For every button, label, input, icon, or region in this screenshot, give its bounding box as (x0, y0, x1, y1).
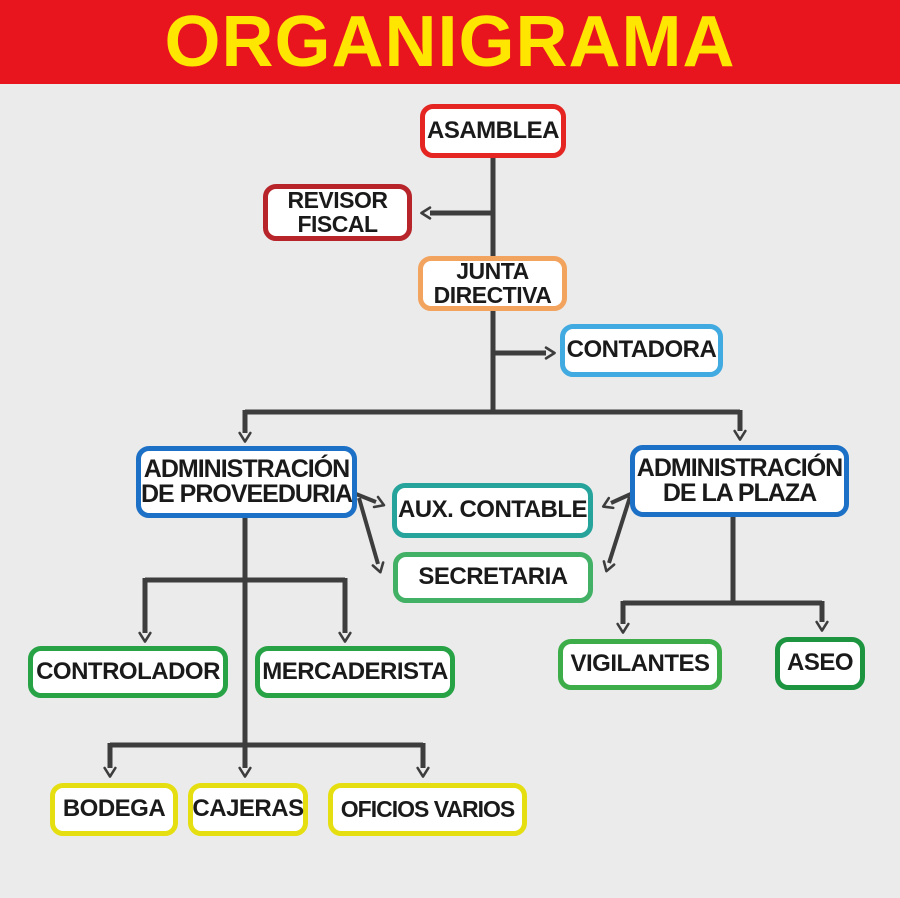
node-label: FISCAL (297, 210, 378, 237)
node-label: ADMINISTRACIÓN (143, 454, 350, 483)
node-label: DE PROVEEDURIA (140, 480, 353, 508)
node-label: DE LA PLAZA (662, 479, 817, 507)
header-banner: ORGANIGRAMA (0, 0, 900, 84)
node-label: CONTADORA (566, 336, 717, 364)
node-label: OFICIOS VARIOS (340, 795, 515, 822)
node-controlador: CONTROLADOR (28, 646, 228, 698)
node-label: AUX. CONTABLE (397, 496, 588, 524)
node-junta-directiva: JUNTA DIRECTIVA (418, 256, 567, 311)
node-administracion-plaza: ADMINISTRACIÓN DE LA PLAZA (630, 445, 849, 517)
page-title: ORGANIGRAMA (164, 2, 736, 82)
node-label: ADMINISTRACIÓN (636, 453, 843, 482)
node-aseo: ASEO (775, 637, 865, 690)
node-label: REVISOR (287, 187, 388, 214)
node-label: BODEGA (62, 795, 166, 823)
node-secretaria: SECRETARIA (393, 552, 593, 603)
node-bodega: BODEGA (50, 783, 178, 836)
node-administracion-proveeduria: ADMINISTRACIÓN DE PROVEEDURIA (136, 446, 357, 518)
node-cajeras: CAJERAS (188, 783, 308, 836)
node-label: JUNTA (456, 258, 529, 285)
node-asamblea: ASAMBLEA (420, 104, 566, 158)
node-label: CONTROLADOR (36, 657, 220, 685)
node-label: ASEO (786, 649, 854, 677)
node-label: ASAMBLEA (427, 116, 560, 144)
node-label: SECRETARIA (418, 563, 568, 591)
node-contadora: CONTADORA (560, 324, 723, 377)
node-vigilantes: VIGILANTES (558, 639, 722, 690)
node-label: DIRECTIVA (433, 281, 552, 308)
node-aux-contable: AUX. CONTABLE (392, 483, 593, 538)
node-label: MERCADERISTA (262, 657, 448, 685)
node-mercaderista: MERCADERISTA (255, 646, 455, 698)
node-label: CAJERAS (192, 795, 304, 823)
node-oficios-varios: OFICIOS VARIOS (328, 783, 527, 836)
node-label: VIGILANTES (570, 650, 710, 678)
node-revisor-fiscal: REVISOR FISCAL (263, 184, 412, 241)
